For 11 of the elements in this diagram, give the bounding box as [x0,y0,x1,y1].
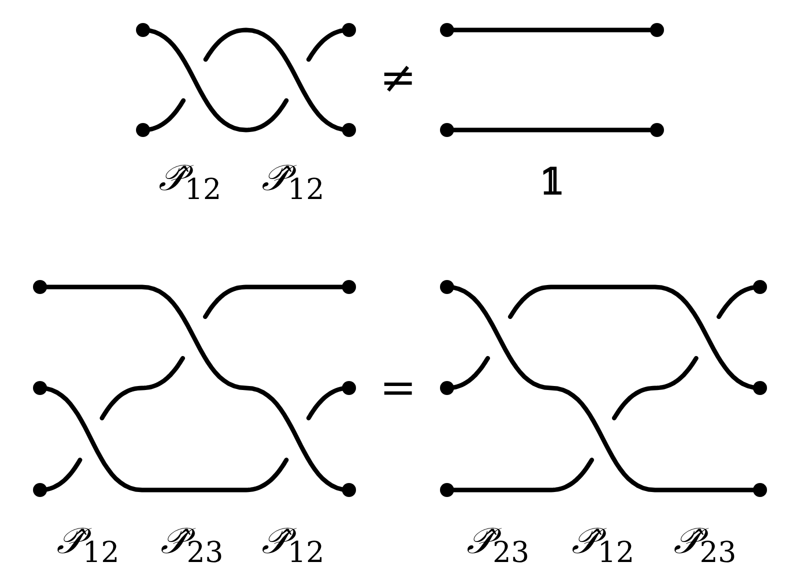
operator-label: 𝒫̂$_{12}$ [262,158,324,206]
operator-label: 𝒫̂$_{12}$ [572,521,634,569]
operator-label: 𝒫̂$_{23}$ [160,521,224,569]
relation-sign: = [380,362,416,414]
relation-sign: ≠ [380,52,416,104]
operator-label: 𝒫̂$_{23}$ [466,521,530,569]
operator-label: 𝒫̂$_{12}$ [262,521,324,569]
operator-label: 𝒫̂$_{23}$ [674,521,736,569]
operator-label: 𝒫̂$_{12}$ [158,158,222,206]
identity-symbol: 𝟙 [539,161,565,203]
operator-label: 𝒫̂$_{12}$ [56,521,120,569]
